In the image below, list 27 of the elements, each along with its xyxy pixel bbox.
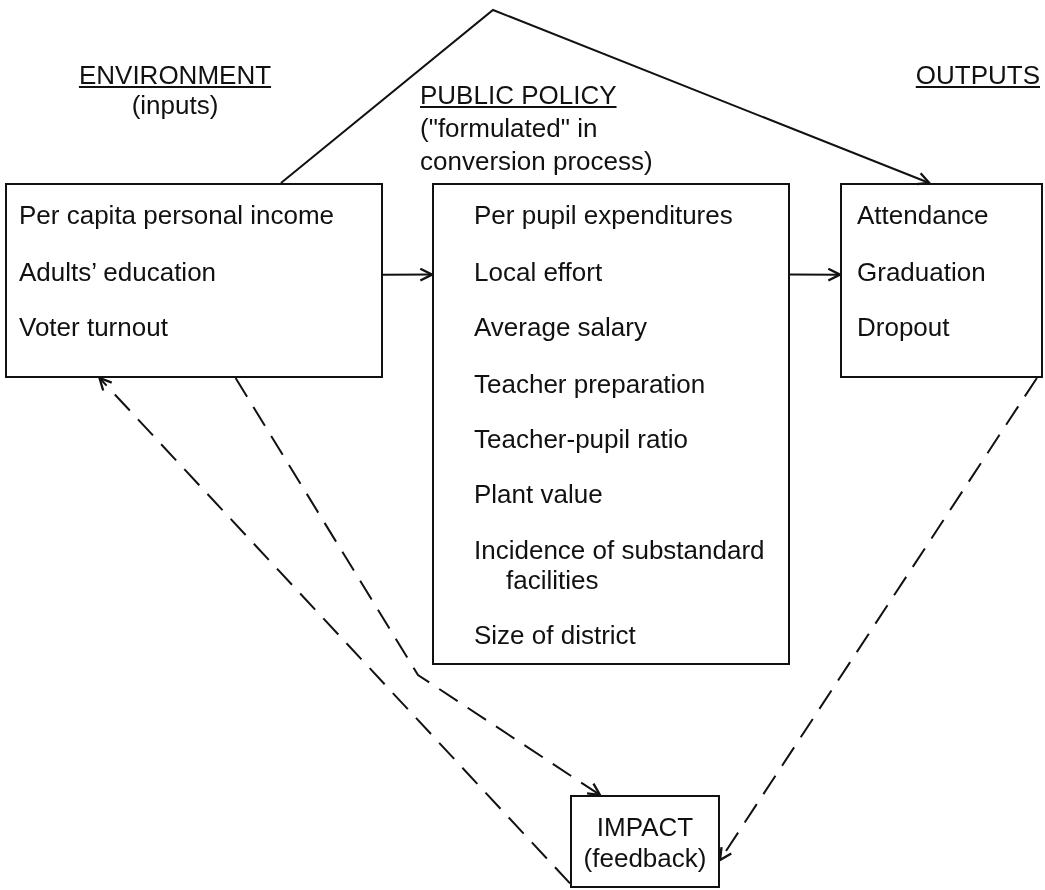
list-item: Incidence of substandard facilities bbox=[474, 535, 766, 595]
list-item: Teacher-pupil ratio bbox=[474, 424, 688, 454]
list-item: Adults’ education bbox=[19, 257, 217, 287]
arrow bbox=[279, 8, 931, 186]
list-item: Per pupil expenditures bbox=[474, 200, 733, 230]
list-item: Per capita personal income bbox=[19, 200, 335, 230]
section-subheading: (inputs) bbox=[130, 90, 220, 120]
section-subheading: ("formulated" in conversion process) bbox=[420, 112, 654, 178]
list-item: Dropout bbox=[857, 312, 950, 342]
arrow bbox=[98, 376, 571, 885]
list-item: Size of district bbox=[474, 620, 636, 650]
list-item: Graduation bbox=[857, 257, 986, 287]
box-label: (feedback) bbox=[582, 843, 708, 873]
arrow bbox=[382, 267, 434, 282]
section-heading: PUBLIC POLICY bbox=[420, 80, 617, 110]
list-item: Plant value bbox=[474, 479, 603, 509]
list-item: Local effort bbox=[474, 257, 603, 287]
arrow bbox=[718, 377, 1038, 862]
arrow bbox=[789, 267, 842, 282]
section-heading: OUTPUTS bbox=[914, 60, 1040, 90]
list-item: Average salary bbox=[474, 312, 647, 342]
list-item: Voter turnout bbox=[19, 312, 168, 342]
box-label: IMPACT bbox=[595, 812, 695, 842]
list-item: Teacher preparation bbox=[474, 369, 706, 399]
list-item: Attendance bbox=[857, 200, 989, 230]
arrow bbox=[234, 377, 602, 797]
section-heading: ENVIRONMENT bbox=[77, 60, 273, 90]
